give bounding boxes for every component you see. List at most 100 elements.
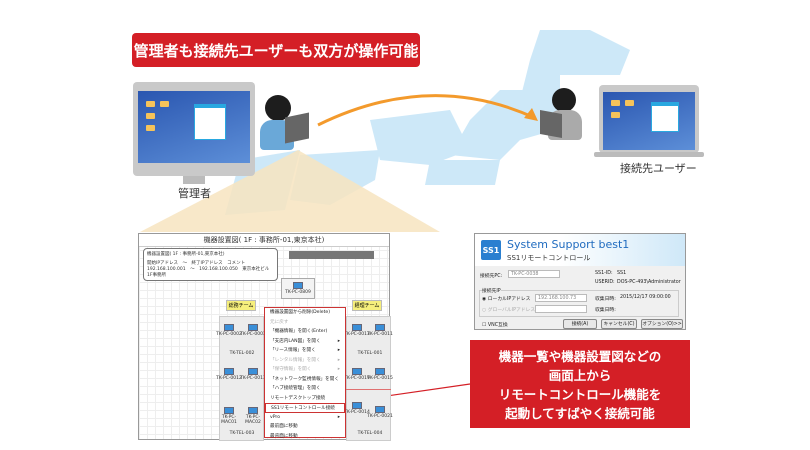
- info-line: 192.168.100.001 ～ 192.168.100.050 東京本社ビル…: [147, 267, 270, 278]
- userid-label: USERID:: [595, 280, 615, 285]
- ss1id-value: SS1: [617, 271, 627, 276]
- menu-item-label: 「保守情報」を開く: [270, 367, 312, 372]
- wall: [289, 251, 374, 259]
- admin-screen: [138, 91, 250, 163]
- layout-info-box: 機器設置図( 1F : 事務所-01,東京本社) 開始IPアドレス ～ 終了IP…: [143, 248, 278, 281]
- admin-label: 管理者: [178, 187, 211, 200]
- folder-icon: [146, 113, 155, 119]
- local-ip-field[interactable]: 192.168.100.73: [535, 294, 587, 302]
- phone-node[interactable]: TK-TEL-004: [357, 431, 383, 436]
- pc-node[interactable]: TK-PC-0011: [367, 324, 393, 337]
- menu-item[interactable]: 「機器情報」を開く(Enter): [265, 327, 345, 337]
- menu-item-label: 「リース情報」を開く: [270, 348, 316, 353]
- cancel-button[interactable]: キャンセル(C): [601, 319, 637, 329]
- phone-node[interactable]: TK-TEL-003: [229, 431, 255, 436]
- vnc-checkbox[interactable]: ☐ VNC互換: [482, 323, 508, 328]
- info-line: 機器設置図( 1F : 事務所-01,東京本社): [147, 252, 225, 257]
- info-line: 開始IPアドレス ～ 終了IPアドレス コメント: [147, 261, 246, 266]
- menu-item-label: 元に戻す: [270, 319, 289, 325]
- pc-node[interactable]: TK-PC-0019: [344, 368, 370, 381]
- desk-block: [219, 316, 264, 441]
- menu-item-label: 「ハブ接続管理」を開く: [270, 386, 321, 391]
- laptop-base: [594, 152, 704, 157]
- pc-node[interactable]: TK-PC-MAC01: [216, 407, 242, 425]
- connect-button[interactable]: 接続(A): [563, 319, 597, 329]
- collected-label: 収集日時:: [595, 308, 616, 313]
- submenu-arrow-icon: ▸: [337, 367, 340, 372]
- folder-icon: [611, 112, 620, 118]
- admin-monitor: [133, 82, 255, 176]
- menu-item-label: 「機器情報」を開く(Enter): [270, 329, 328, 334]
- user-pc-icon: [540, 110, 562, 138]
- pc-node[interactable]: TK-PC-0021: [367, 406, 393, 419]
- pc-node[interactable]: TK-PC-0809: [281, 278, 315, 299]
- menu-item[interactable]: SS1リモートコントロール接続: [265, 403, 345, 413]
- menu-item[interactable]: 最背面に移動: [265, 432, 345, 442]
- menu-item[interactable]: 元に戻す: [265, 318, 345, 328]
- folder-icon: [160, 101, 169, 107]
- menu-item[interactable]: 「保守情報」を開く ▸: [265, 365, 345, 375]
- callout-line: 起動してすばやく接続可能: [505, 406, 655, 421]
- user-screen: [603, 92, 695, 150]
- desk-block: [346, 316, 391, 441]
- menu-item[interactable]: 「ネットワーク監視情報」を開く: [265, 375, 345, 385]
- pc-node[interactable]: TK-PC-0002: [216, 324, 242, 337]
- dest-pc-label: 接続先PC:: [480, 274, 503, 279]
- team-label: 総務チーム: [226, 300, 256, 311]
- folder-icon: [611, 100, 620, 106]
- user-label: 接続先ユーザー: [620, 162, 697, 175]
- submenu-arrow-icon: ▸: [337, 414, 340, 420]
- menu-item[interactable]: 「リース情報」を開く ▸: [265, 346, 345, 356]
- dialog-subtitle: SS1リモートコントロール: [507, 254, 591, 262]
- context-menu: 機器設置図から削除(Delete) 元に戻す「機器情報」を開く(Enter) 「支店…: [264, 307, 346, 439]
- ip-group-label: 接続先IP: [482, 287, 501, 294]
- pc-node[interactable]: TK-PC-0013: [240, 368, 266, 381]
- ip-group: [479, 290, 679, 317]
- menu-item-label: SS1リモートコントロール接続: [271, 406, 335, 411]
- menu-item[interactable]: 「支店内LAN図」を開く ▸: [265, 337, 345, 347]
- folder-icon: [146, 101, 155, 107]
- pc-node[interactable]: TK-PC-0012: [216, 368, 242, 381]
- global-ip-field[interactable]: [535, 305, 587, 313]
- menu-item[interactable]: vPro▸: [265, 413, 345, 423]
- menu-item[interactable]: 「ハブ接続管理」を開く: [265, 384, 345, 394]
- pc-node[interactable]: TK-PC-0014: [344, 402, 370, 415]
- options-button[interactable]: オプション(O)>>: [641, 319, 683, 329]
- submenu-arrow-icon: ▸: [337, 357, 340, 363]
- folder-icon: [625, 100, 634, 106]
- menu-item[interactable]: 「レンタル情報」を開く▸: [265, 356, 345, 366]
- window-icon: [194, 104, 226, 140]
- ss1-logo-icon: SS1: [481, 240, 501, 260]
- menu-item[interactable]: 最前面に移動: [265, 422, 345, 432]
- menu-item-label: 最背面に移動: [270, 433, 298, 439]
- global-ip-radio[interactable]: ○ グローバルIPアドレス: [482, 308, 536, 313]
- feature-callout: 機器一覧や機器設置図などの 画面上から リモートコントロール機能を 起動してすば…: [470, 340, 690, 428]
- window-icon: [651, 102, 679, 132]
- user-laptop: [599, 85, 699, 153]
- menu-item[interactable]: 機器設置図から削除(Delete): [265, 308, 345, 318]
- dialog-header: SS1 System Support best1 SS1リモートコントロール: [475, 234, 685, 266]
- submenu-arrow-icon: ▸: [337, 338, 340, 344]
- phone-node[interactable]: TK-TEL-002: [229, 351, 255, 356]
- dest-pc-field[interactable]: TK-PC-0038: [508, 270, 560, 278]
- pc-node[interactable]: TK-PC-0015: [367, 368, 393, 381]
- userid-value: DOS-PC-493\Administrator: [617, 280, 681, 285]
- menu-item-label: 「支店内LAN図」を開く: [270, 338, 321, 344]
- user-person-icon: [552, 88, 576, 112]
- phone-node[interactable]: TK-TEL-001: [357, 351, 383, 356]
- menu-item-label: 機器設置図から削除(Delete): [270, 310, 331, 315]
- menu-item[interactable]: リモートデスクトップ接続: [265, 394, 345, 404]
- pc-node[interactable]: TK-PC-0013: [344, 324, 370, 337]
- connection-arrow: [317, 94, 536, 127]
- dialog-title: System Support best1: [507, 238, 630, 251]
- submenu-arrow-icon: ▸: [337, 348, 340, 353]
- menu-item-label: リモートデスクトップ接続: [270, 395, 326, 401]
- callout-line: 画面上から: [548, 368, 612, 383]
- pc-node[interactable]: TK-PC-0003: [240, 324, 266, 337]
- monitor-stand: [183, 176, 205, 184]
- ss1id-label: SS1-ID:: [595, 271, 613, 276]
- arrow-head: [524, 108, 538, 121]
- local-ip-radio[interactable]: ◉ ローカルIPアドレス: [482, 297, 531, 302]
- pc-node[interactable]: TK-PC-MAC02: [240, 407, 266, 425]
- collected-value: 2015/12/17 09:00:00: [620, 295, 671, 300]
